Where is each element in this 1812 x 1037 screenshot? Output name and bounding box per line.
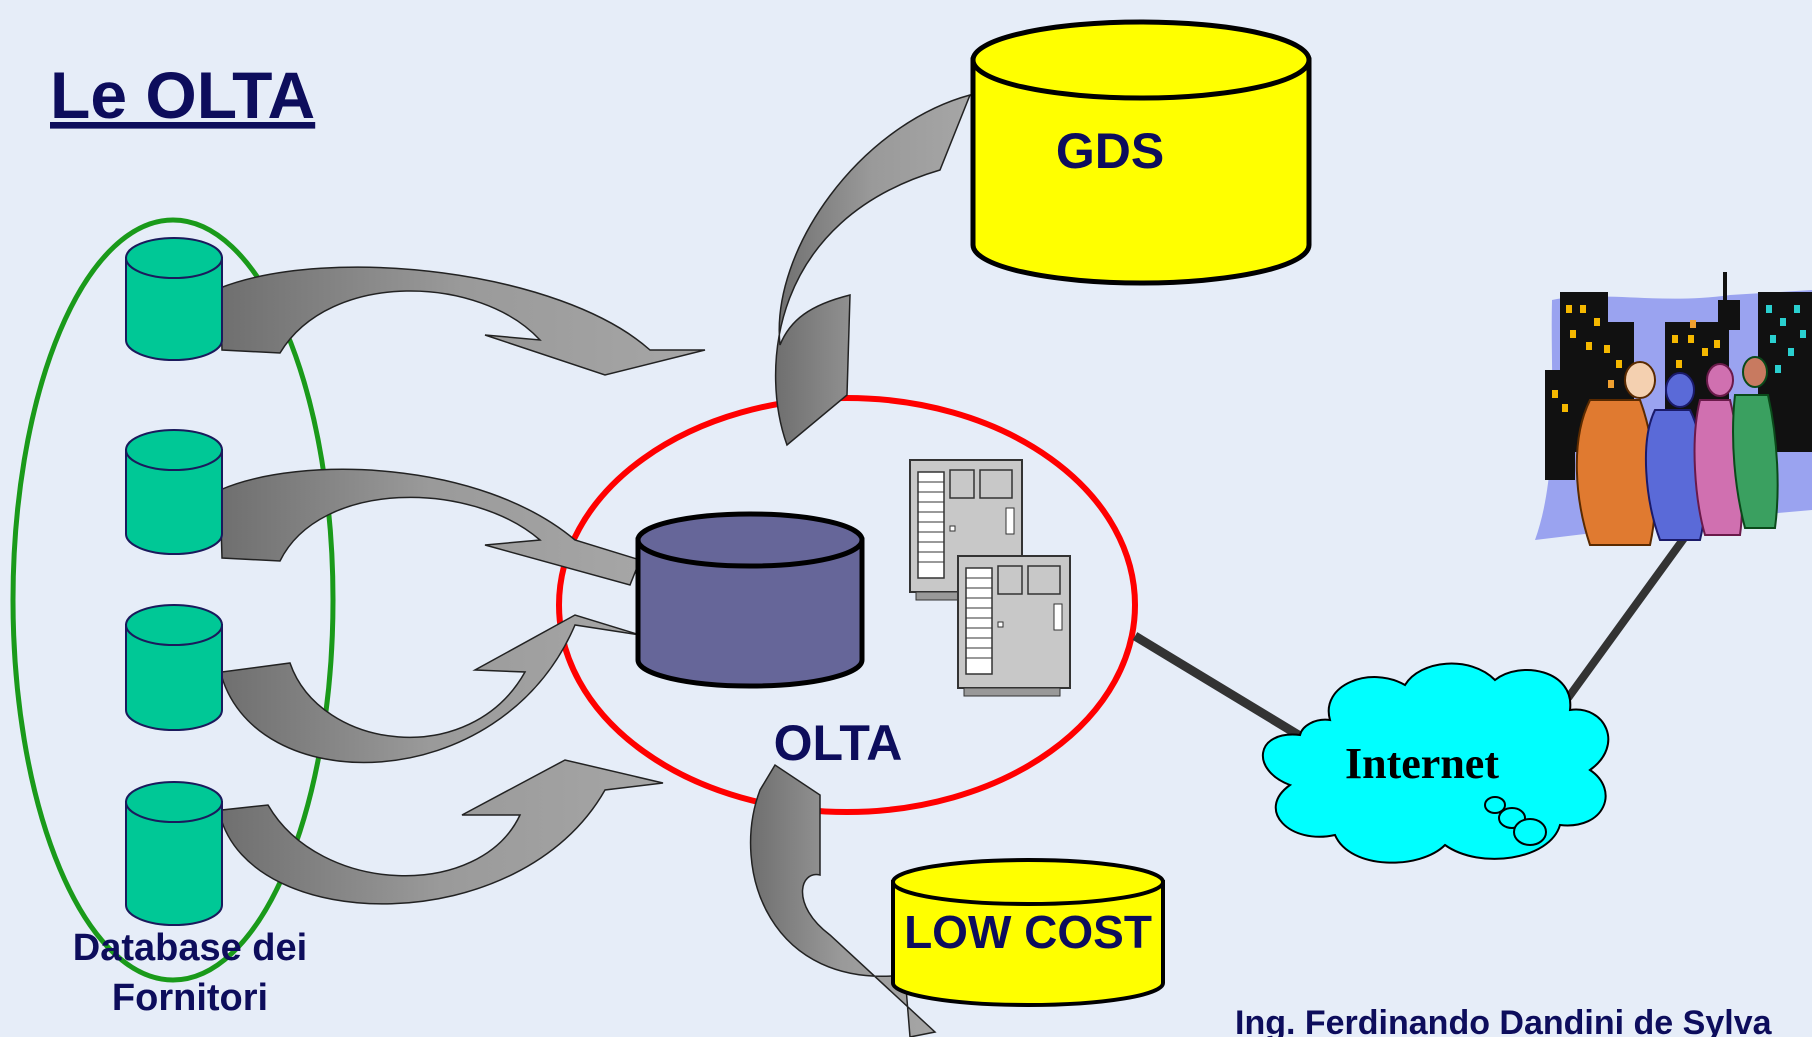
lowcost-label: LOW COST <box>904 906 1152 958</box>
olta-internet-link <box>1132 632 1303 740</box>
gds-database: GDS <box>970 19 1312 286</box>
supplier-db-4 <box>125 781 223 926</box>
author-footer: Ing. Ferdinando Dandini de Sylva <box>1235 1004 1773 1037</box>
supplier-db-3 <box>125 604 223 731</box>
server-icon <box>909 459 1071 697</box>
gds-label: GDS <box>1056 123 1164 179</box>
internet-users-link <box>1564 527 1694 701</box>
arrow-supplier1-olta <box>219 266 706 376</box>
arrow-gds-olta <box>774 93 972 447</box>
internet-label: Internet <box>1345 739 1499 788</box>
olta-ring <box>556 395 1138 815</box>
page-title: Le OLTA <box>50 58 315 132</box>
cloud-icon: Internet <box>1262 662 1610 864</box>
arrow-lowcost-olta <box>749 763 937 1037</box>
olta-database <box>635 511 865 689</box>
supplier-db-1 <box>125 237 223 361</box>
arrow-supplier3-olta <box>218 614 641 764</box>
suppliers-label-line1: Database dei <box>73 927 307 969</box>
people-city-clipart-icon <box>1535 272 1812 546</box>
arrow-supplier2-olta <box>219 468 641 586</box>
lowcost-database: LOW COST <box>891 858 1165 1007</box>
supplier-db-2 <box>125 429 223 555</box>
suppliers-label-line2: Fornitori <box>112 977 268 1019</box>
suppliers-ring <box>10 217 336 983</box>
arrow-supplier4-olta <box>219 759 664 905</box>
olta-label: OLTA <box>774 715 903 771</box>
